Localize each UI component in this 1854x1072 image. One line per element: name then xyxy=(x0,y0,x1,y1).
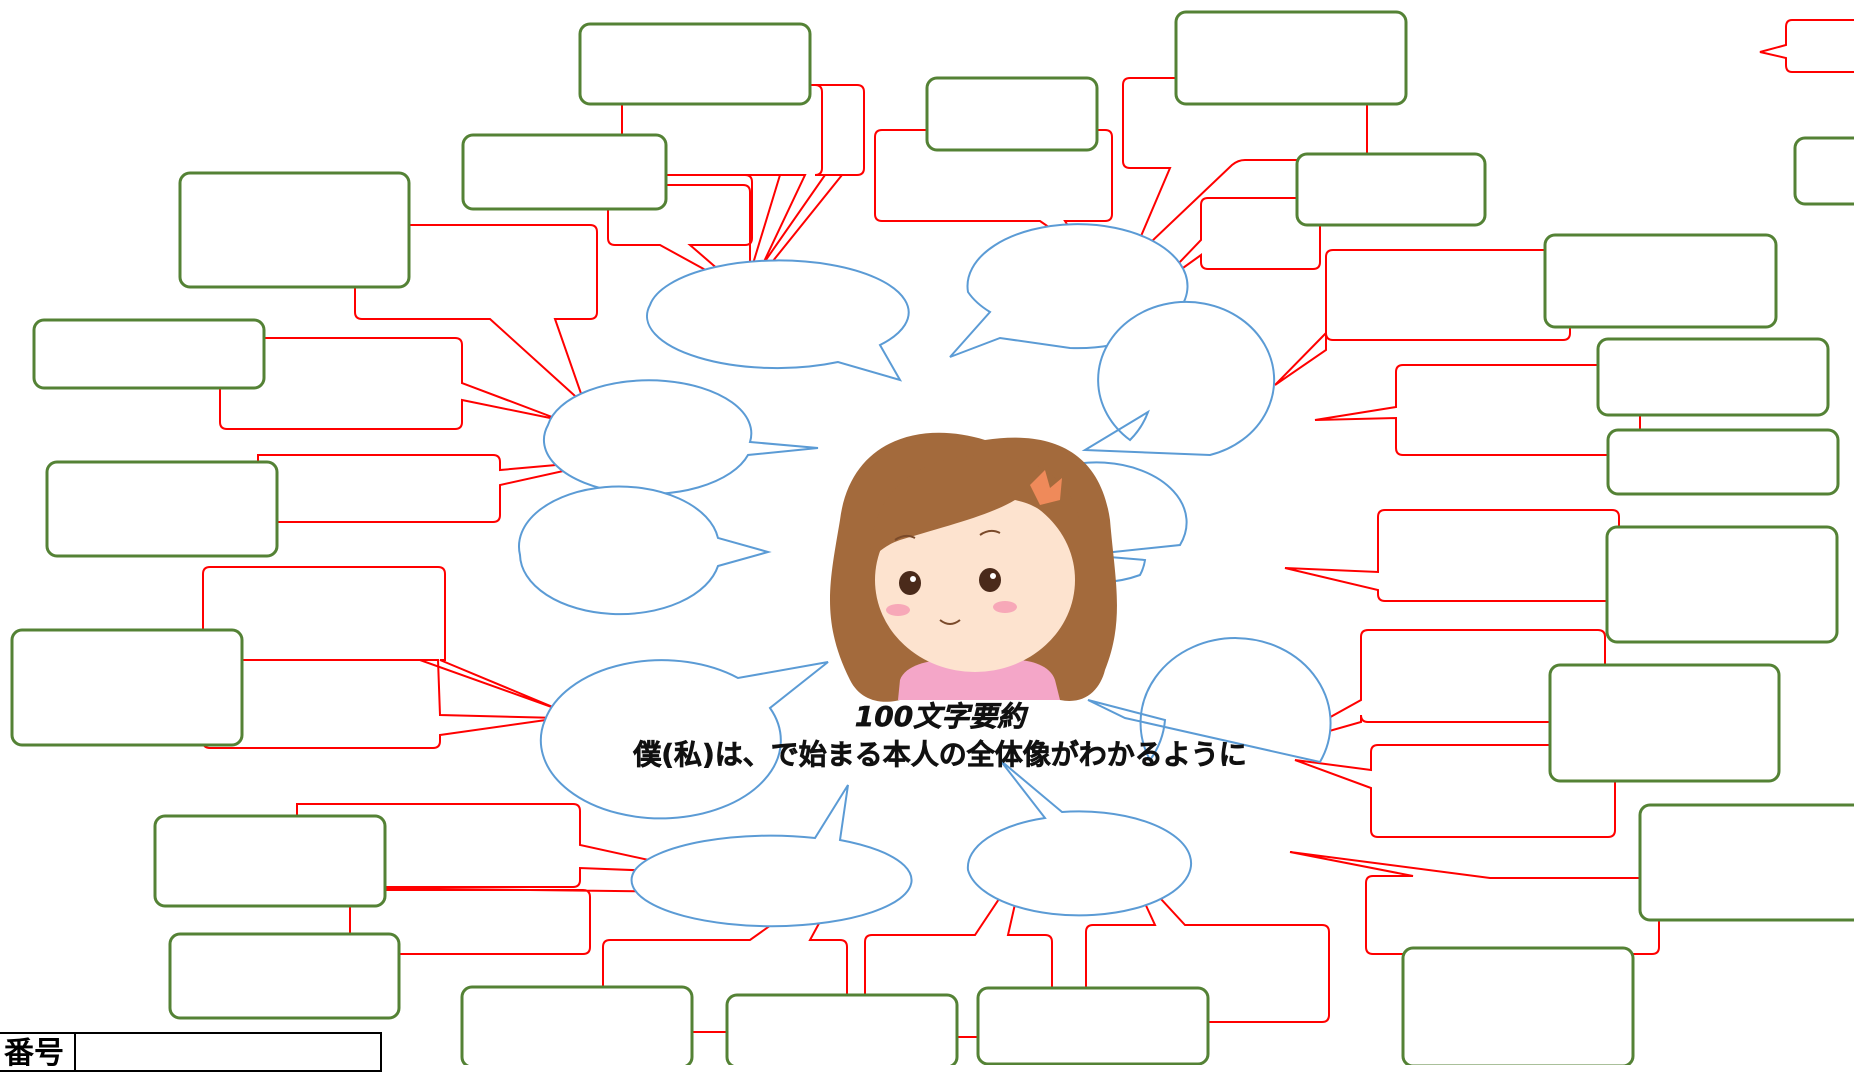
number-label: 番号 xyxy=(4,1036,64,1071)
speech-bubble xyxy=(518,485,772,616)
answer-box-layer xyxy=(10,10,1854,1065)
red-callout xyxy=(607,174,753,291)
red-callout xyxy=(201,659,561,749)
answer-box[interactable] xyxy=(178,171,411,289)
red-callout xyxy=(1284,509,1620,602)
blush xyxy=(993,601,1017,613)
answer-box[interactable] xyxy=(1638,803,1854,922)
answer-box[interactable] xyxy=(725,993,959,1065)
right-eye xyxy=(979,568,1001,592)
girl-avatar-icon xyxy=(830,432,1117,702)
speech-bubble xyxy=(966,759,1193,917)
summary-instruction: 僕(私)は、で始まる本人の全体像がわかるように xyxy=(633,738,1247,772)
answer-box[interactable] xyxy=(578,22,812,106)
answer-box[interactable] xyxy=(976,986,1210,1065)
red-callout xyxy=(1314,364,1641,456)
answer-box[interactable] xyxy=(460,985,694,1065)
summary-caption: 100文字要約 僕(私)は、で始まる本人の全体像がわかるように xyxy=(560,698,1320,774)
answer-box[interactable] xyxy=(1606,428,1840,496)
answer-box[interactable] xyxy=(45,460,279,558)
speech-bubble xyxy=(539,659,829,820)
answer-box[interactable] xyxy=(1605,525,1839,644)
answer-box[interactable] xyxy=(1401,946,1635,1065)
shirt xyxy=(898,660,1060,700)
speech-bubble xyxy=(1087,637,1332,764)
mouth xyxy=(939,619,961,625)
speech-bubble xyxy=(1081,300,1276,457)
red-callout xyxy=(1279,629,1606,746)
answer-box[interactable] xyxy=(10,628,244,747)
answer-box[interactable] xyxy=(1543,233,1778,329)
speech-bubble xyxy=(630,784,913,928)
number-field[interactable]: 番号 xyxy=(0,1032,382,1072)
answer-box[interactable] xyxy=(1596,337,1830,417)
red-callout xyxy=(1759,19,1854,73)
hair-bangs xyxy=(870,455,1082,560)
left-eyebrow xyxy=(894,534,916,541)
red-callout xyxy=(744,84,865,291)
answer-box[interactable] xyxy=(1548,663,1781,783)
speech-bubble xyxy=(646,259,910,382)
blush xyxy=(886,604,910,616)
answer-box[interactable] xyxy=(461,133,668,211)
red-callout xyxy=(1085,859,1330,1023)
left-eye xyxy=(899,571,921,595)
answer-box[interactable] xyxy=(1793,136,1854,206)
answer-box[interactable] xyxy=(1295,152,1487,227)
speech-bubble xyxy=(543,379,819,496)
number-divider xyxy=(74,1034,76,1070)
red-callout xyxy=(665,184,751,285)
answer-box[interactable] xyxy=(32,318,266,390)
answer-box[interactable] xyxy=(168,932,401,1020)
hair-clip xyxy=(1030,470,1062,505)
red-callout xyxy=(354,224,598,406)
answer-box[interactable] xyxy=(1174,10,1408,106)
red-callout xyxy=(202,566,561,711)
red-callout xyxy=(1289,851,1660,955)
summary-title: 100文字要約 xyxy=(854,700,1026,734)
red-callout xyxy=(219,337,561,430)
answer-box[interactable] xyxy=(153,814,387,908)
answer-box[interactable] xyxy=(925,76,1099,152)
right-eyebrow xyxy=(979,529,1001,536)
face xyxy=(875,488,1075,672)
